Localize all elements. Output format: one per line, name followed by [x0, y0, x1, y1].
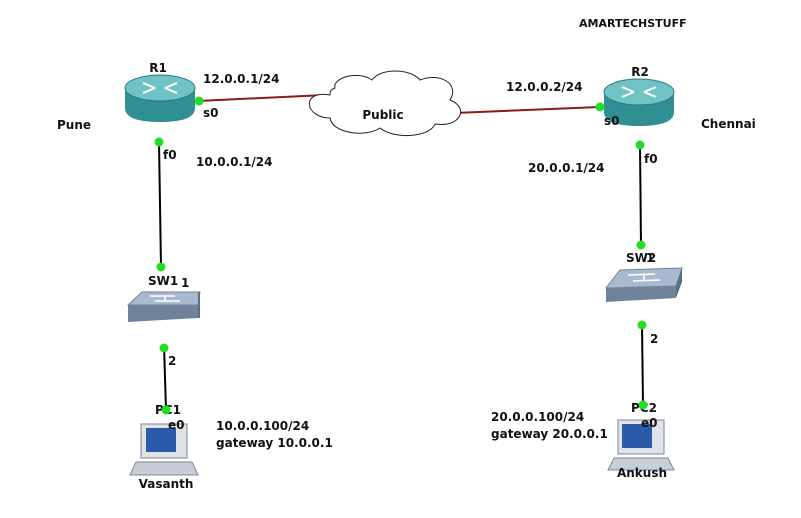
port-dot-r2-s0: [595, 102, 605, 112]
pc2-gateway: gateway 20.0.0.1: [491, 427, 608, 441]
pc1-ip: 10.0.0.100/24: [216, 419, 309, 433]
router-arrows-icon: [621, 86, 657, 98]
router-arrows-icon: [142, 82, 178, 94]
port-dot-sw2-1: [636, 240, 646, 250]
pc-pc1[interactable]: PC1 Vasanth: [129, 403, 199, 491]
pc-pc2-user: Ankush: [617, 466, 667, 480]
lan-link-sw1-pc1: [163, 344, 167, 411]
switch-sw1[interactable]: SW1: [126, 274, 201, 322]
r1-lan-ip: 10.0.0.1/24: [196, 155, 273, 169]
switch-sw2-name: SW2: [626, 251, 656, 265]
port-dot-r2-f0: [635, 140, 645, 150]
r1-wan-port: s0: [203, 106, 219, 120]
pc-pc1-user: Vasanth: [139, 477, 194, 491]
pc1-port: e0: [168, 418, 185, 432]
pc-pc2[interactable]: PC2 Ankush: [607, 401, 675, 480]
sw1-uplink-port: 1: [181, 276, 189, 290]
pc1-gateway: gateway 10.0.0.1: [216, 436, 333, 450]
pc2-port: e0: [641, 416, 658, 430]
port-dot-r1-s0: [194, 96, 204, 106]
switch-arrows-icon: [150, 295, 180, 302]
router-r2[interactable]: R2: [603, 65, 675, 126]
router-r2-name: R2: [631, 65, 649, 79]
cloud-label: Public: [362, 108, 403, 122]
port-dot-sw1-1: [156, 262, 166, 272]
r2-lan-ip: 20.0.0.1/24: [528, 161, 605, 175]
r2-lan-port: f0: [644, 152, 658, 166]
lan-link-r1-sw1: [158, 141, 162, 268]
router-r1-name: R1: [149, 61, 167, 75]
site-label-chennai: Chennai: [701, 117, 756, 131]
router-r1[interactable]: R1: [124, 61, 196, 122]
sw1-downlink-port: 2: [168, 354, 176, 368]
wan-link-cloud-r2: [454, 106, 601, 114]
sw2-downlink-port: 2: [650, 332, 658, 346]
switch-sw2[interactable]: SW2: [604, 251, 683, 302]
sw2-uplink-port: 1: [646, 251, 654, 265]
pc2-ip: 20.0.0.100/24: [491, 410, 584, 424]
r1-wan-ip: 12.0.0.1/24: [203, 72, 280, 86]
port-dot-sw2-2: [637, 320, 647, 330]
switch-arrows-icon: [627, 273, 661, 282]
lan-link-sw2-pc2: [641, 324, 644, 406]
r2-wan-ip: 12.0.0.2/24: [506, 80, 583, 94]
port-dot-pc2-e0: [638, 400, 648, 410]
switch-sw1-name: SW1: [148, 274, 178, 288]
site-label-pune: Pune: [57, 118, 91, 132]
lan-link-r2-sw2: [639, 144, 642, 246]
wan-link-r1-cloud: [197, 94, 326, 102]
r1-lan-port: f0: [163, 148, 177, 162]
brand-title: AMARTECHSTUFF: [579, 17, 687, 30]
r2-wan-port: s0: [604, 114, 620, 128]
port-dot-sw1-2: [159, 343, 169, 353]
public-cloud[interactable]: Public: [308, 70, 462, 137]
port-dot-r1-f0: [154, 137, 164, 147]
port-dots: [154, 96, 648, 415]
port-dot-pc1-e0: [161, 405, 171, 415]
